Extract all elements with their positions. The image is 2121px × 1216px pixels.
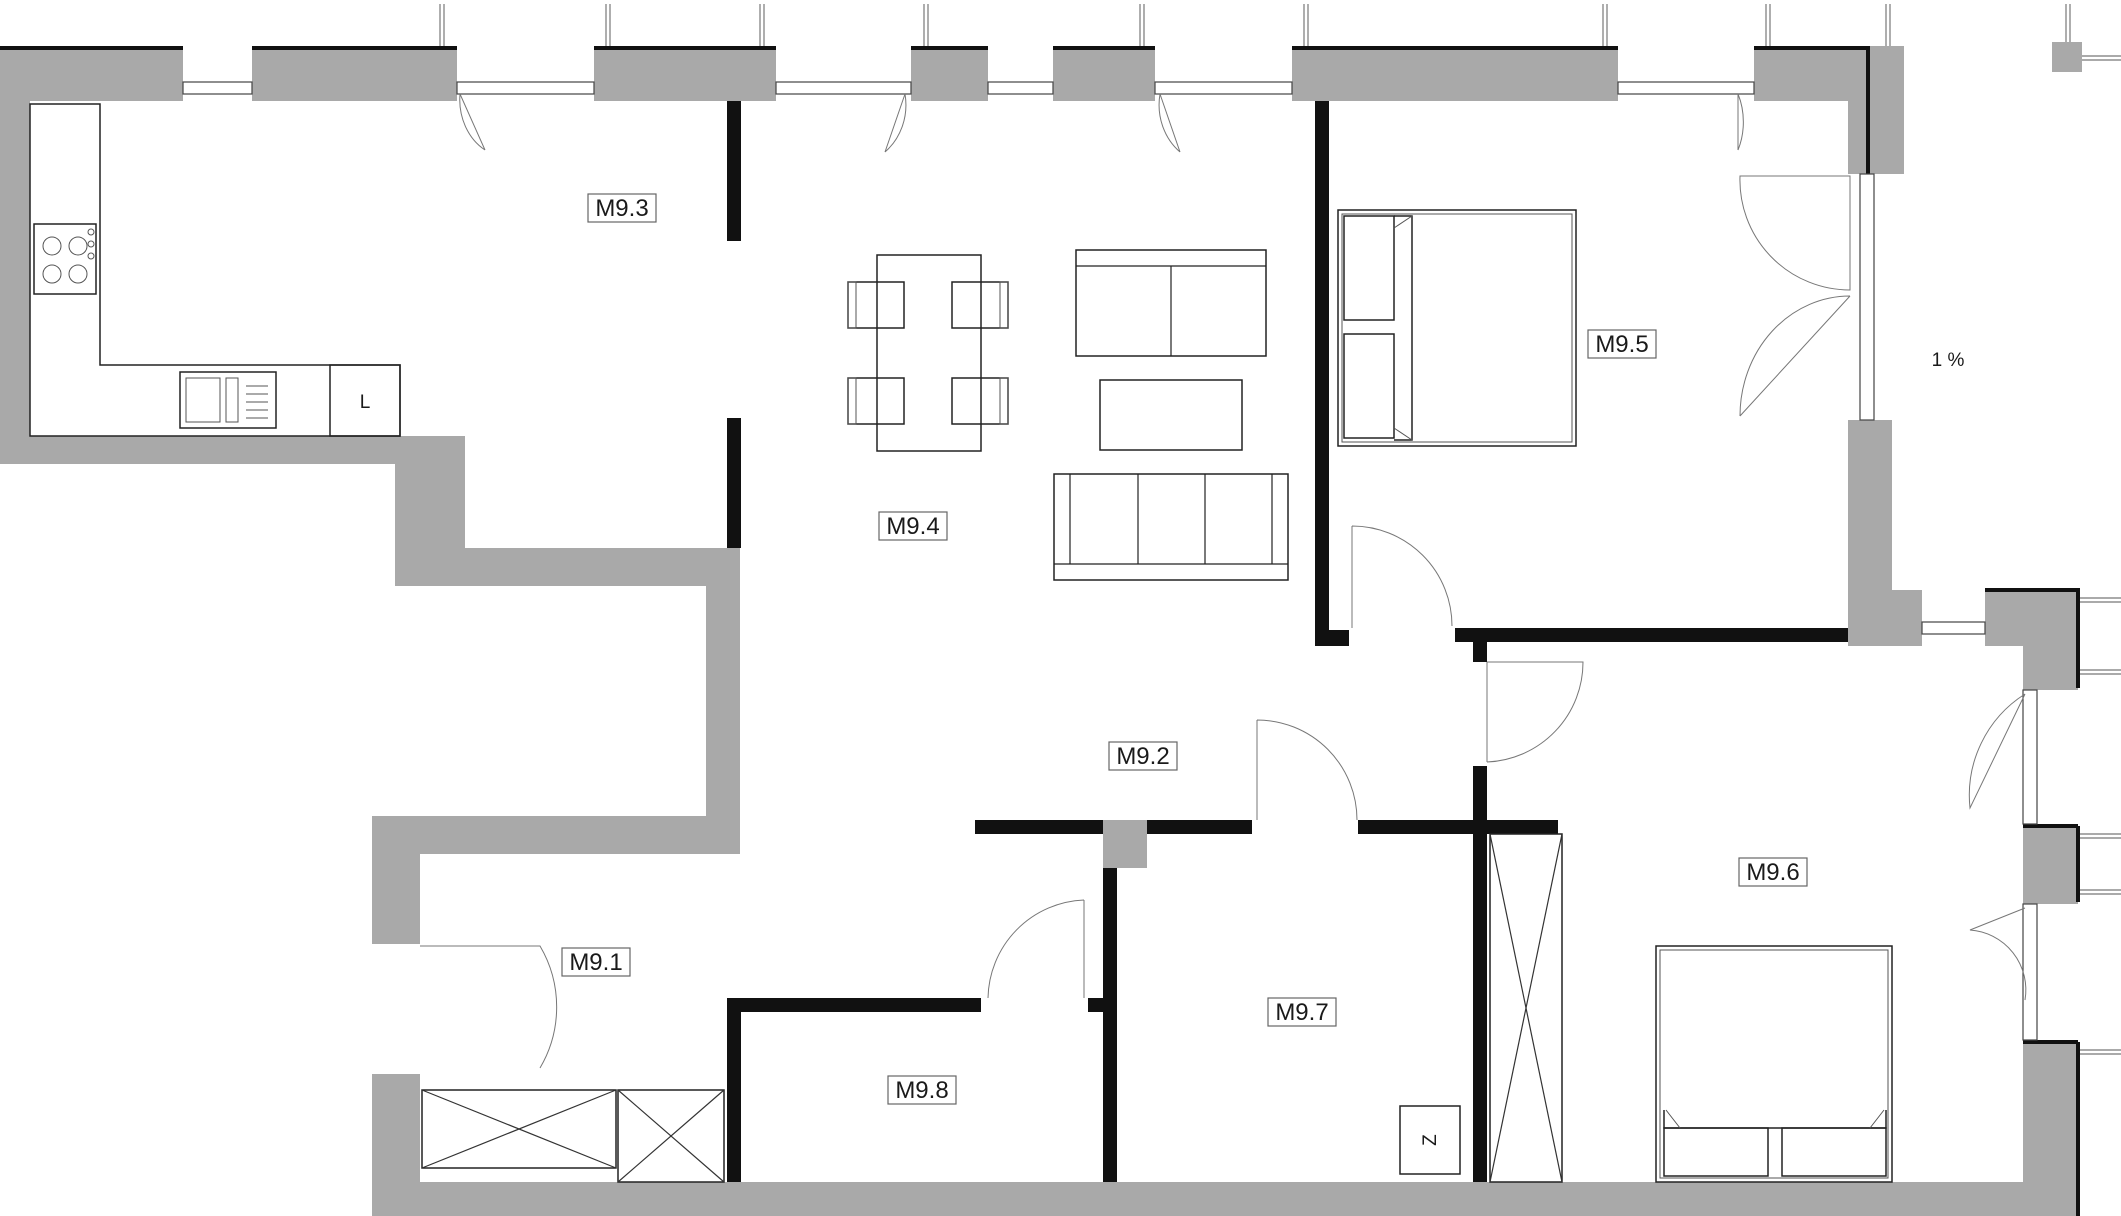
wardrobe-entrance-2 (617, 1089, 725, 1183)
room-label-text: M9.6 (1746, 859, 1799, 886)
cooktop (33, 223, 97, 295)
structural-walls (0, 42, 2082, 1216)
room-label-m93: M9.3 (587, 193, 657, 223)
room-label-text: M9.1 (569, 949, 622, 976)
boiler-box (1399, 1105, 1461, 1175)
sofa-3 (1053, 473, 1289, 581)
room-label-m95: M9.5 (1587, 329, 1657, 359)
room-label-text: M9.7 (1275, 999, 1328, 1026)
fridge (329, 364, 401, 437)
living-furniture (847, 249, 1289, 581)
slope-annotation: 1 % (1932, 350, 1965, 371)
room-label-text: M9.4 (886, 513, 939, 540)
wardrobe-entrance (421, 1089, 617, 1169)
room-label-text: M9.3 (595, 195, 648, 222)
fridge-label: L (360, 392, 371, 413)
room-label-m98: M9.8 (887, 1075, 957, 1105)
coffee-table (1099, 379, 1243, 451)
room-label-text: M9.2 (1116, 743, 1169, 770)
room-label-text: M9.8 (895, 1077, 948, 1104)
room-label-m92: M9.2 (1108, 741, 1178, 771)
windows (182, 4, 2121, 1055)
door-swings (420, 93, 2027, 1069)
room-label-m94: M9.4 (878, 511, 948, 541)
partition-walls (0, 46, 2080, 1216)
wardrobes (421, 833, 1563, 1183)
room-label-m96: M9.6 (1738, 857, 1808, 887)
double-bed-m95 (1337, 209, 1577, 447)
room-label-text: M9.5 (1595, 331, 1648, 358)
room-label-m91: M9.1 (561, 947, 631, 977)
boiler-label: Z (1420, 1134, 1441, 1146)
kitchen-counter (29, 103, 401, 437)
room-label-m97: M9.7 (1267, 997, 1337, 1027)
dining-table (876, 254, 982, 452)
sink (179, 371, 277, 429)
double-bed-m96 (1655, 945, 1893, 1183)
wardrobe-m96 (1489, 833, 1563, 1183)
